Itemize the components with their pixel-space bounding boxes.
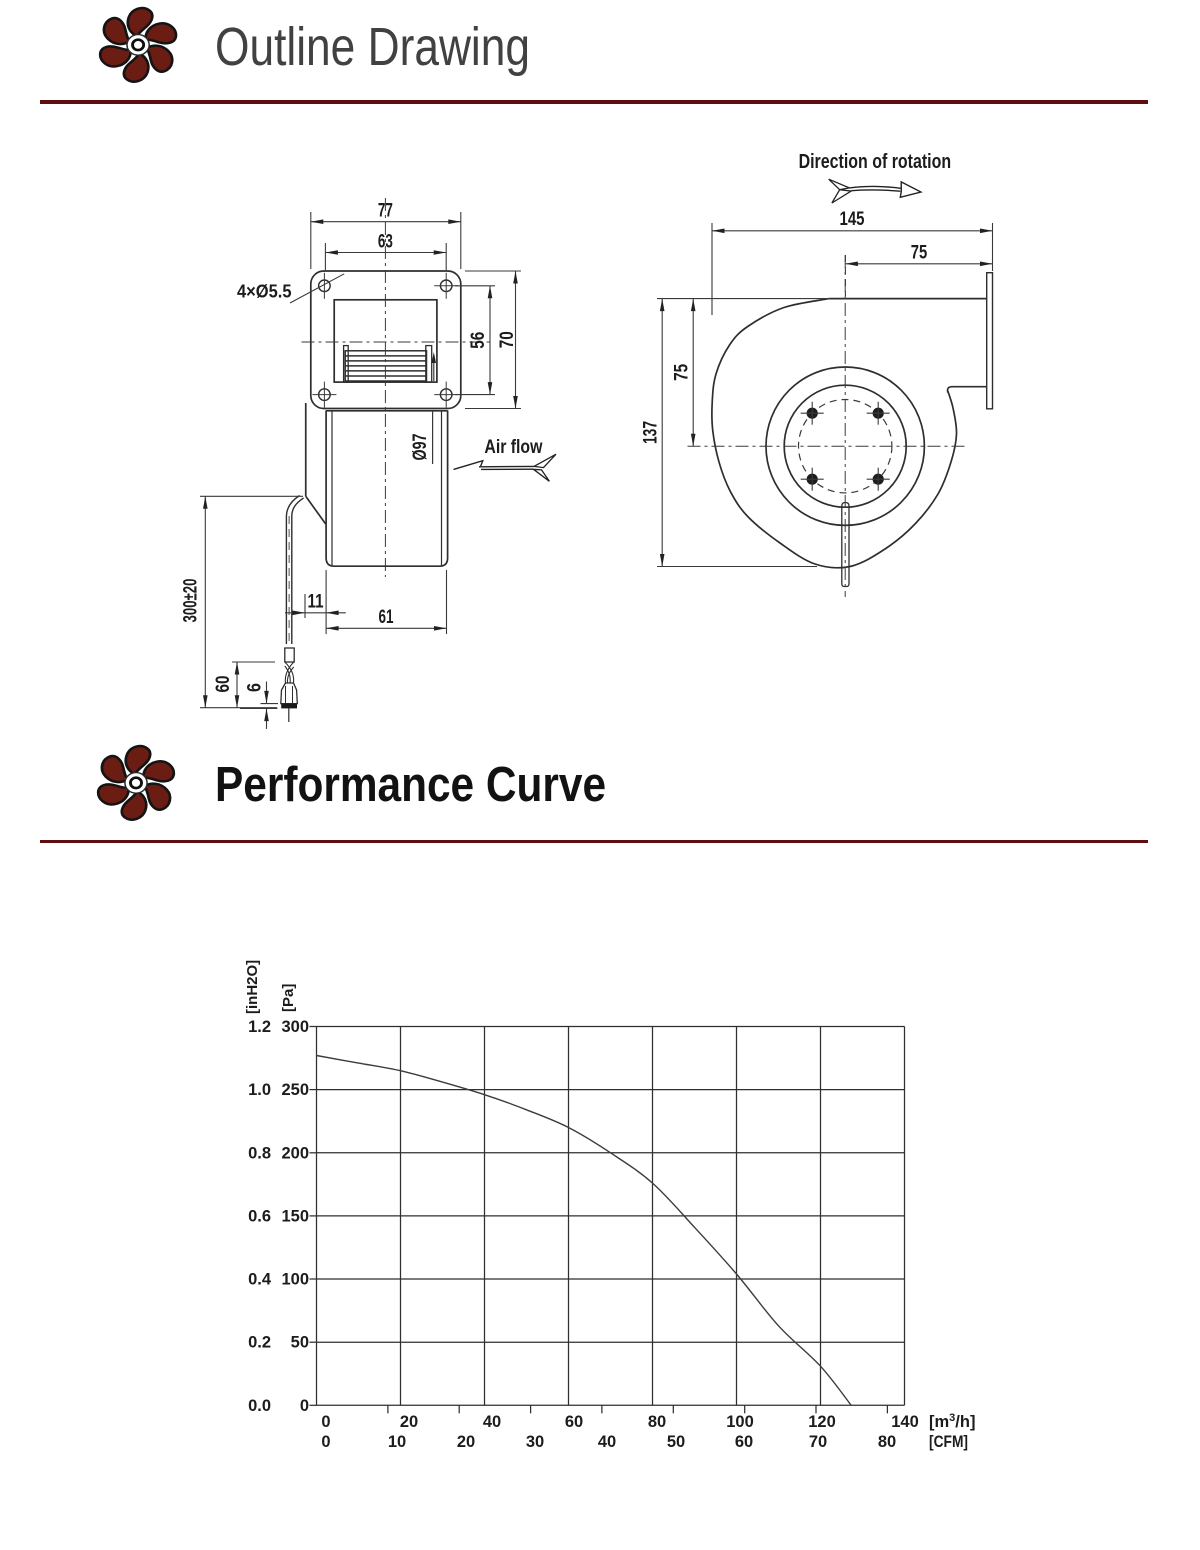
svg-text:70: 70: [497, 331, 518, 348]
svg-text:60: 60: [565, 1413, 583, 1431]
svg-text:[inH2O]: [inH2O]: [244, 960, 261, 1014]
svg-text:100: 100: [726, 1413, 754, 1431]
svg-text:20: 20: [400, 1413, 418, 1431]
svg-text:11: 11: [308, 592, 324, 613]
svg-text:0.8: 0.8: [248, 1144, 271, 1162]
svg-text:Ø97: Ø97: [410, 434, 431, 461]
svg-text:137: 137: [641, 421, 662, 444]
svg-text:1.0: 1.0: [248, 1081, 271, 1099]
svg-text:20: 20: [457, 1433, 475, 1451]
svg-text:4×Ø5.5: 4×Ø5.5: [237, 281, 292, 302]
svg-text:0.0: 0.0: [248, 1397, 271, 1415]
svg-text:[m3/h]: [m3/h]: [929, 1412, 975, 1431]
svg-text:63: 63: [378, 232, 393, 253]
svg-text:80: 80: [648, 1413, 666, 1431]
svg-text:70: 70: [809, 1433, 827, 1451]
svg-text:40: 40: [598, 1433, 616, 1451]
svg-text:40: 40: [483, 1413, 501, 1431]
svg-text:120: 120: [808, 1413, 836, 1431]
svg-text:145: 145: [840, 209, 865, 230]
svg-text:80: 80: [878, 1433, 896, 1451]
svg-text:75: 75: [672, 364, 693, 381]
svg-text:6: 6: [245, 683, 266, 692]
svg-text:56: 56: [468, 332, 489, 349]
svg-text:140: 140: [891, 1413, 919, 1431]
svg-text:300: 300: [281, 1018, 309, 1036]
svg-text:61: 61: [379, 607, 394, 628]
svg-text:0: 0: [321, 1413, 330, 1431]
svg-text:Air flow: Air flow: [484, 436, 543, 458]
svg-text:300±20: 300±20: [181, 579, 202, 623]
svg-text:100: 100: [281, 1271, 309, 1289]
svg-text:60: 60: [213, 676, 234, 693]
svg-text:75: 75: [911, 242, 928, 263]
svg-text:200: 200: [281, 1144, 309, 1162]
svg-text:0.6: 0.6: [248, 1207, 271, 1225]
svg-text:0.2: 0.2: [248, 1334, 271, 1352]
svg-text:0: 0: [321, 1433, 330, 1451]
svg-text:150: 150: [281, 1207, 309, 1225]
svg-text:1.2: 1.2: [248, 1018, 271, 1036]
svg-text:0: 0: [300, 1397, 309, 1415]
svg-text:250: 250: [281, 1081, 309, 1099]
svg-text:[Pa]: [Pa]: [280, 984, 297, 1012]
svg-text:77: 77: [378, 201, 393, 222]
svg-text:0.4: 0.4: [248, 1271, 272, 1289]
svg-text:60: 60: [735, 1433, 753, 1451]
svg-text:50: 50: [667, 1433, 685, 1451]
svg-text:[CFM]: [CFM]: [929, 1433, 968, 1451]
svg-text:10: 10: [388, 1433, 406, 1451]
svg-text:Direction of rotation: Direction of rotation: [799, 150, 952, 173]
svg-text:50: 50: [291, 1334, 309, 1352]
svg-text:30: 30: [526, 1433, 544, 1451]
